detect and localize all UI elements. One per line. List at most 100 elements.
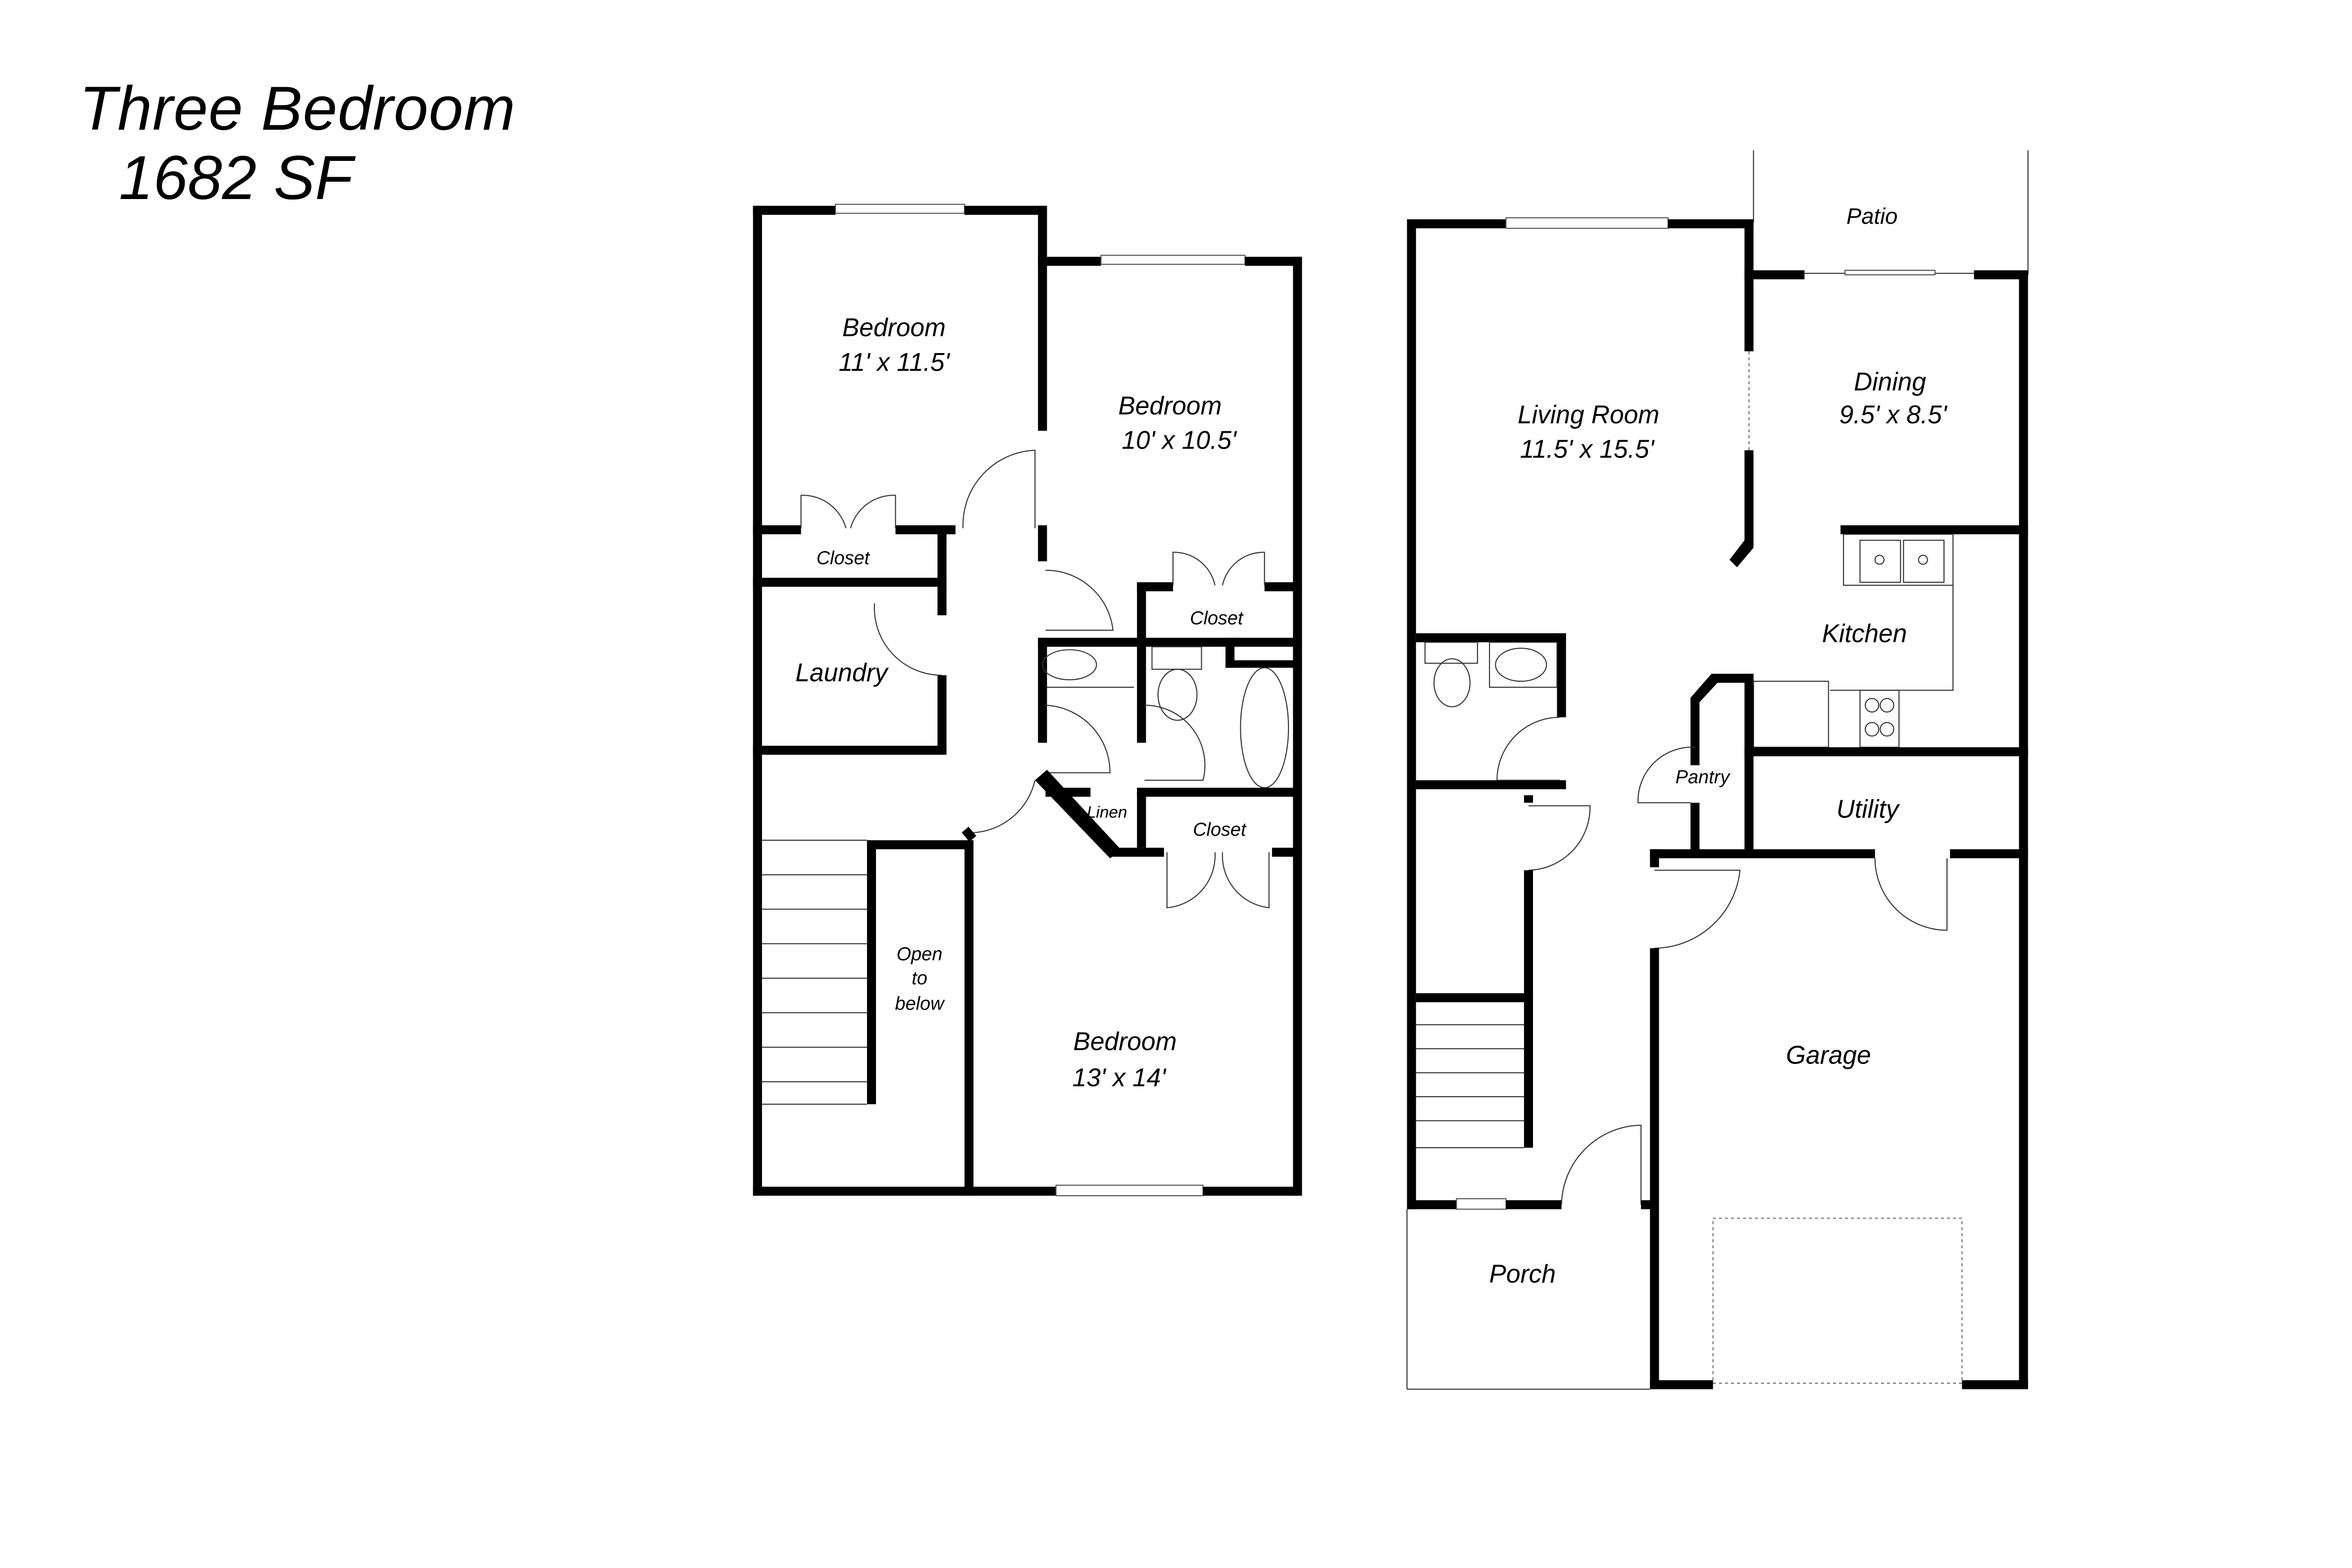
garage-door	[1712, 1217, 1963, 1384]
wall	[1038, 638, 1302, 647]
counter	[1842, 534, 1954, 586]
wall	[1038, 256, 1101, 266]
burner	[1880, 698, 1894, 713]
sliding-door	[1844, 269, 1936, 276]
closet-doors	[1172, 552, 1265, 586]
wall	[1650, 948, 1659, 1389]
wall	[1744, 270, 1805, 280]
wall	[1744, 673, 1754, 854]
wall	[753, 525, 801, 535]
wall	[1650, 849, 1875, 859]
pantry-wall	[1690, 673, 1754, 765]
wall	[1668, 219, 1754, 229]
window	[1456, 1198, 1507, 1210]
bath-door	[1144, 705, 1206, 781]
wall	[1641, 1200, 1656, 1210]
room-size: 10' x 10.5'	[1122, 425, 1237, 454]
drain	[1874, 555, 1885, 565]
room-size: 9.5' x 8.5'	[1839, 400, 1947, 429]
wall	[1524, 870, 1533, 1148]
wall	[1416, 993, 1533, 1003]
wall	[1524, 795, 1533, 803]
burner	[1864, 722, 1880, 737]
drain	[1918, 555, 1928, 565]
wall	[937, 525, 947, 615]
plan-title-block: Three Bedroom 1682 SF	[79, 74, 515, 213]
utility-label: Utility	[1837, 795, 1900, 823]
stove-icon	[1859, 690, 1900, 748]
room-label: Dining	[1854, 367, 1926, 396]
bedroom-door	[1045, 569, 1114, 631]
window	[1100, 254, 1246, 265]
closet-door	[1528, 805, 1591, 871]
wall	[867, 840, 972, 850]
sink-basin	[1859, 540, 1901, 583]
wall	[1744, 747, 2028, 757]
laundry-door	[873, 603, 942, 676]
closet-doors	[1166, 852, 1270, 909]
wall	[1557, 633, 1566, 717]
garage-door-entry	[1654, 869, 1741, 949]
pantry-label: Pantry	[1676, 767, 1731, 788]
open-to-below-label: below	[895, 993, 946, 1014]
wall	[2019, 270, 2028, 1389]
wall	[1137, 788, 1302, 797]
utility-door	[1874, 858, 1948, 931]
toilet-tank	[1424, 642, 1478, 664]
kitchen-label: Kitchen	[1822, 619, 1907, 648]
patio-label: Patio	[1846, 203, 1898, 229]
linen-label: Linen	[1087, 804, 1127, 822]
room-size: 11.5' x 15.5'	[1520, 435, 1655, 463]
window	[1505, 217, 1669, 229]
toilet-tank	[1151, 646, 1202, 670]
wall	[1137, 788, 1146, 848]
wall	[1038, 525, 1047, 561]
room-label: Living Room	[1518, 400, 1659, 429]
bedroom-door	[962, 450, 1036, 529]
hall-door	[971, 780, 1036, 834]
burner	[1864, 698, 1880, 713]
vanity	[1489, 642, 1558, 688]
closet-label: Closet	[1193, 819, 1247, 840]
wall	[753, 205, 836, 215]
wall	[1407, 219, 1416, 1210]
toilet-icon	[1433, 658, 1471, 708]
room-size: 11' x 11.5'	[839, 348, 951, 376]
wall	[962, 826, 976, 842]
toilet-icon	[1157, 668, 1198, 721]
wall	[753, 205, 762, 1196]
wall	[1203, 1186, 1302, 1196]
wall	[1245, 256, 1302, 266]
open-to-below-label: to	[912, 968, 927, 989]
wall	[1416, 633, 1566, 643]
wall	[1137, 582, 1146, 643]
laundry-label: Laundry	[795, 658, 889, 687]
wall	[867, 840, 876, 1105]
wall	[1744, 219, 1754, 352]
wall	[753, 577, 947, 587]
square-footage: 1682 SF	[119, 144, 353, 212]
upper-floor-plan: Bedroom 11' x 11.5' Bedroom 10' x 10.5' …	[753, 203, 1302, 1197]
wall	[1962, 1380, 2028, 1389]
bath-door	[1045, 705, 1111, 773]
room-label: Bedroom	[842, 313, 946, 342]
wall	[1416, 780, 1566, 790]
room-label: Bedroom	[1074, 1027, 1177, 1056]
burner	[1880, 722, 1894, 737]
wall	[1038, 205, 1047, 431]
refrigerator	[1753, 680, 1829, 748]
window	[1055, 1184, 1204, 1197]
wall	[964, 205, 1047, 215]
sink-icon	[1495, 648, 1547, 682]
lower-floor-plan: Patio Living Room 11.5' x 15.5' Dining 9…	[1406, 150, 2029, 1390]
wall	[1407, 219, 1506, 229]
wall	[1137, 638, 1146, 743]
stairs	[762, 840, 867, 1105]
wall	[937, 675, 947, 751]
closet-doors	[800, 495, 896, 529]
wall	[1729, 540, 1754, 567]
sink-icon	[1042, 649, 1097, 681]
closet-label: Closet	[1190, 608, 1244, 629]
wall	[1293, 256, 1302, 1196]
wall	[1137, 582, 1173, 592]
